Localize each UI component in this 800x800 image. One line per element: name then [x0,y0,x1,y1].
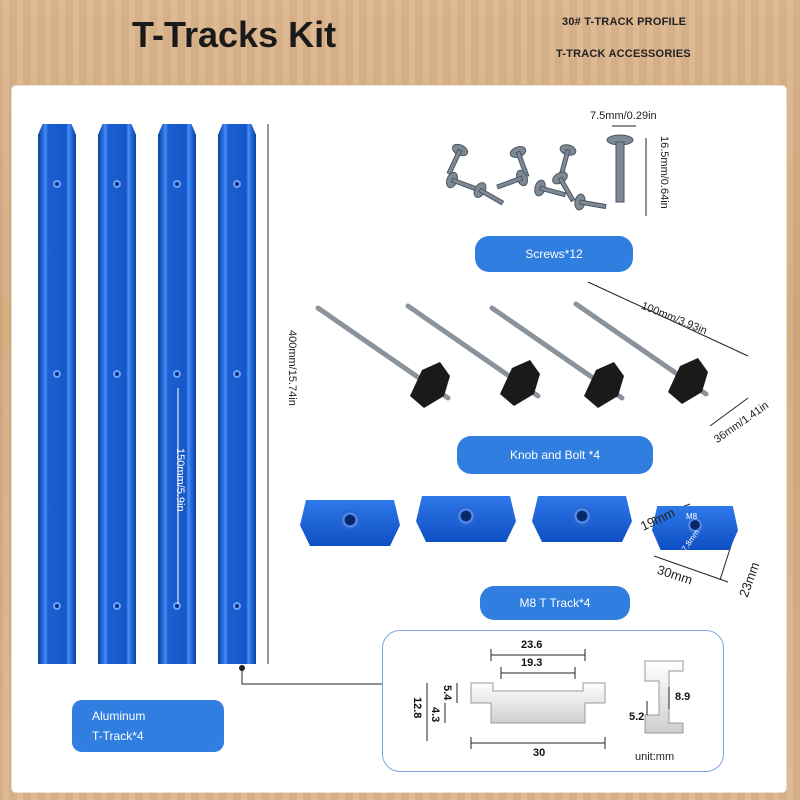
rail-hole [233,602,241,610]
rail-hole [113,180,121,188]
knob-bolt-image [315,301,709,408]
rail-hole [113,602,121,610]
rail-spacing-label: 150mm/5.9in [174,448,186,512]
thread-hole [572,506,592,526]
rail-1 [38,124,76,664]
profile-header: 30# T-TRACK PROFILE [562,16,687,28]
unit-label: unit:mm [635,751,675,763]
rails-pill-line2: T-Track*4 [92,729,144,743]
screw-width-label: 7.5mm/0.29in [590,110,657,122]
rails-pill: Aluminum T-Track*4 [72,700,224,752]
t-slider-4 [652,506,738,550]
profile-diagram: 23.6 19.3 12.8 4.3 5.4 30 8.9 5.2 unit:m… [382,630,724,772]
rail-hole [53,180,61,188]
t-slider-2 [416,496,516,542]
profile-drawing [426,649,684,749]
rail-4 [218,124,256,664]
thread-hole [456,506,476,526]
rail-hole [233,370,241,378]
rail-length-label: 400mm/15.74in [286,330,298,406]
dim-side-b: 5.2 [629,711,645,723]
dim-bottom: 30 [533,747,546,759]
slider-thread-label: M8 [686,512,698,521]
rail-2 [98,124,136,664]
screw-length-label: 16.5mm/0.64in [658,136,670,209]
thread-hole [340,510,360,530]
knob-bolt-pill: Knob and Bolt *4 [457,436,653,474]
thread-hole [686,516,704,534]
screws-pill: Screws*12 [475,236,633,272]
dim-height-b: 5.4 [441,685,453,701]
t-slider-1 [300,500,400,546]
accessories-header: T-TRACK ACCESSORIES [556,48,691,60]
rail-hole [53,602,61,610]
t-slider-pill: M8 T Track*4 [480,586,630,620]
rails-pill-line1: Aluminum [92,709,146,723]
screws-image [446,134,634,211]
page-title: T-Tracks Kit [132,14,337,55]
rail-3 [158,124,196,664]
dim-height-a: 4.3 [429,707,441,723]
rail-hole [173,602,181,610]
rail-hole [113,370,121,378]
dim-top-inner: 19.3 [521,657,543,669]
rail-hole [233,180,241,188]
dim-height-total: 12.8 [411,697,423,719]
rail-hole [173,180,181,188]
rail-hole [53,370,61,378]
dim-side-a: 8.9 [675,691,691,703]
t-slider-3 [532,496,632,542]
dim-top-outer: 23.6 [521,639,543,651]
rail-hole [173,370,181,378]
